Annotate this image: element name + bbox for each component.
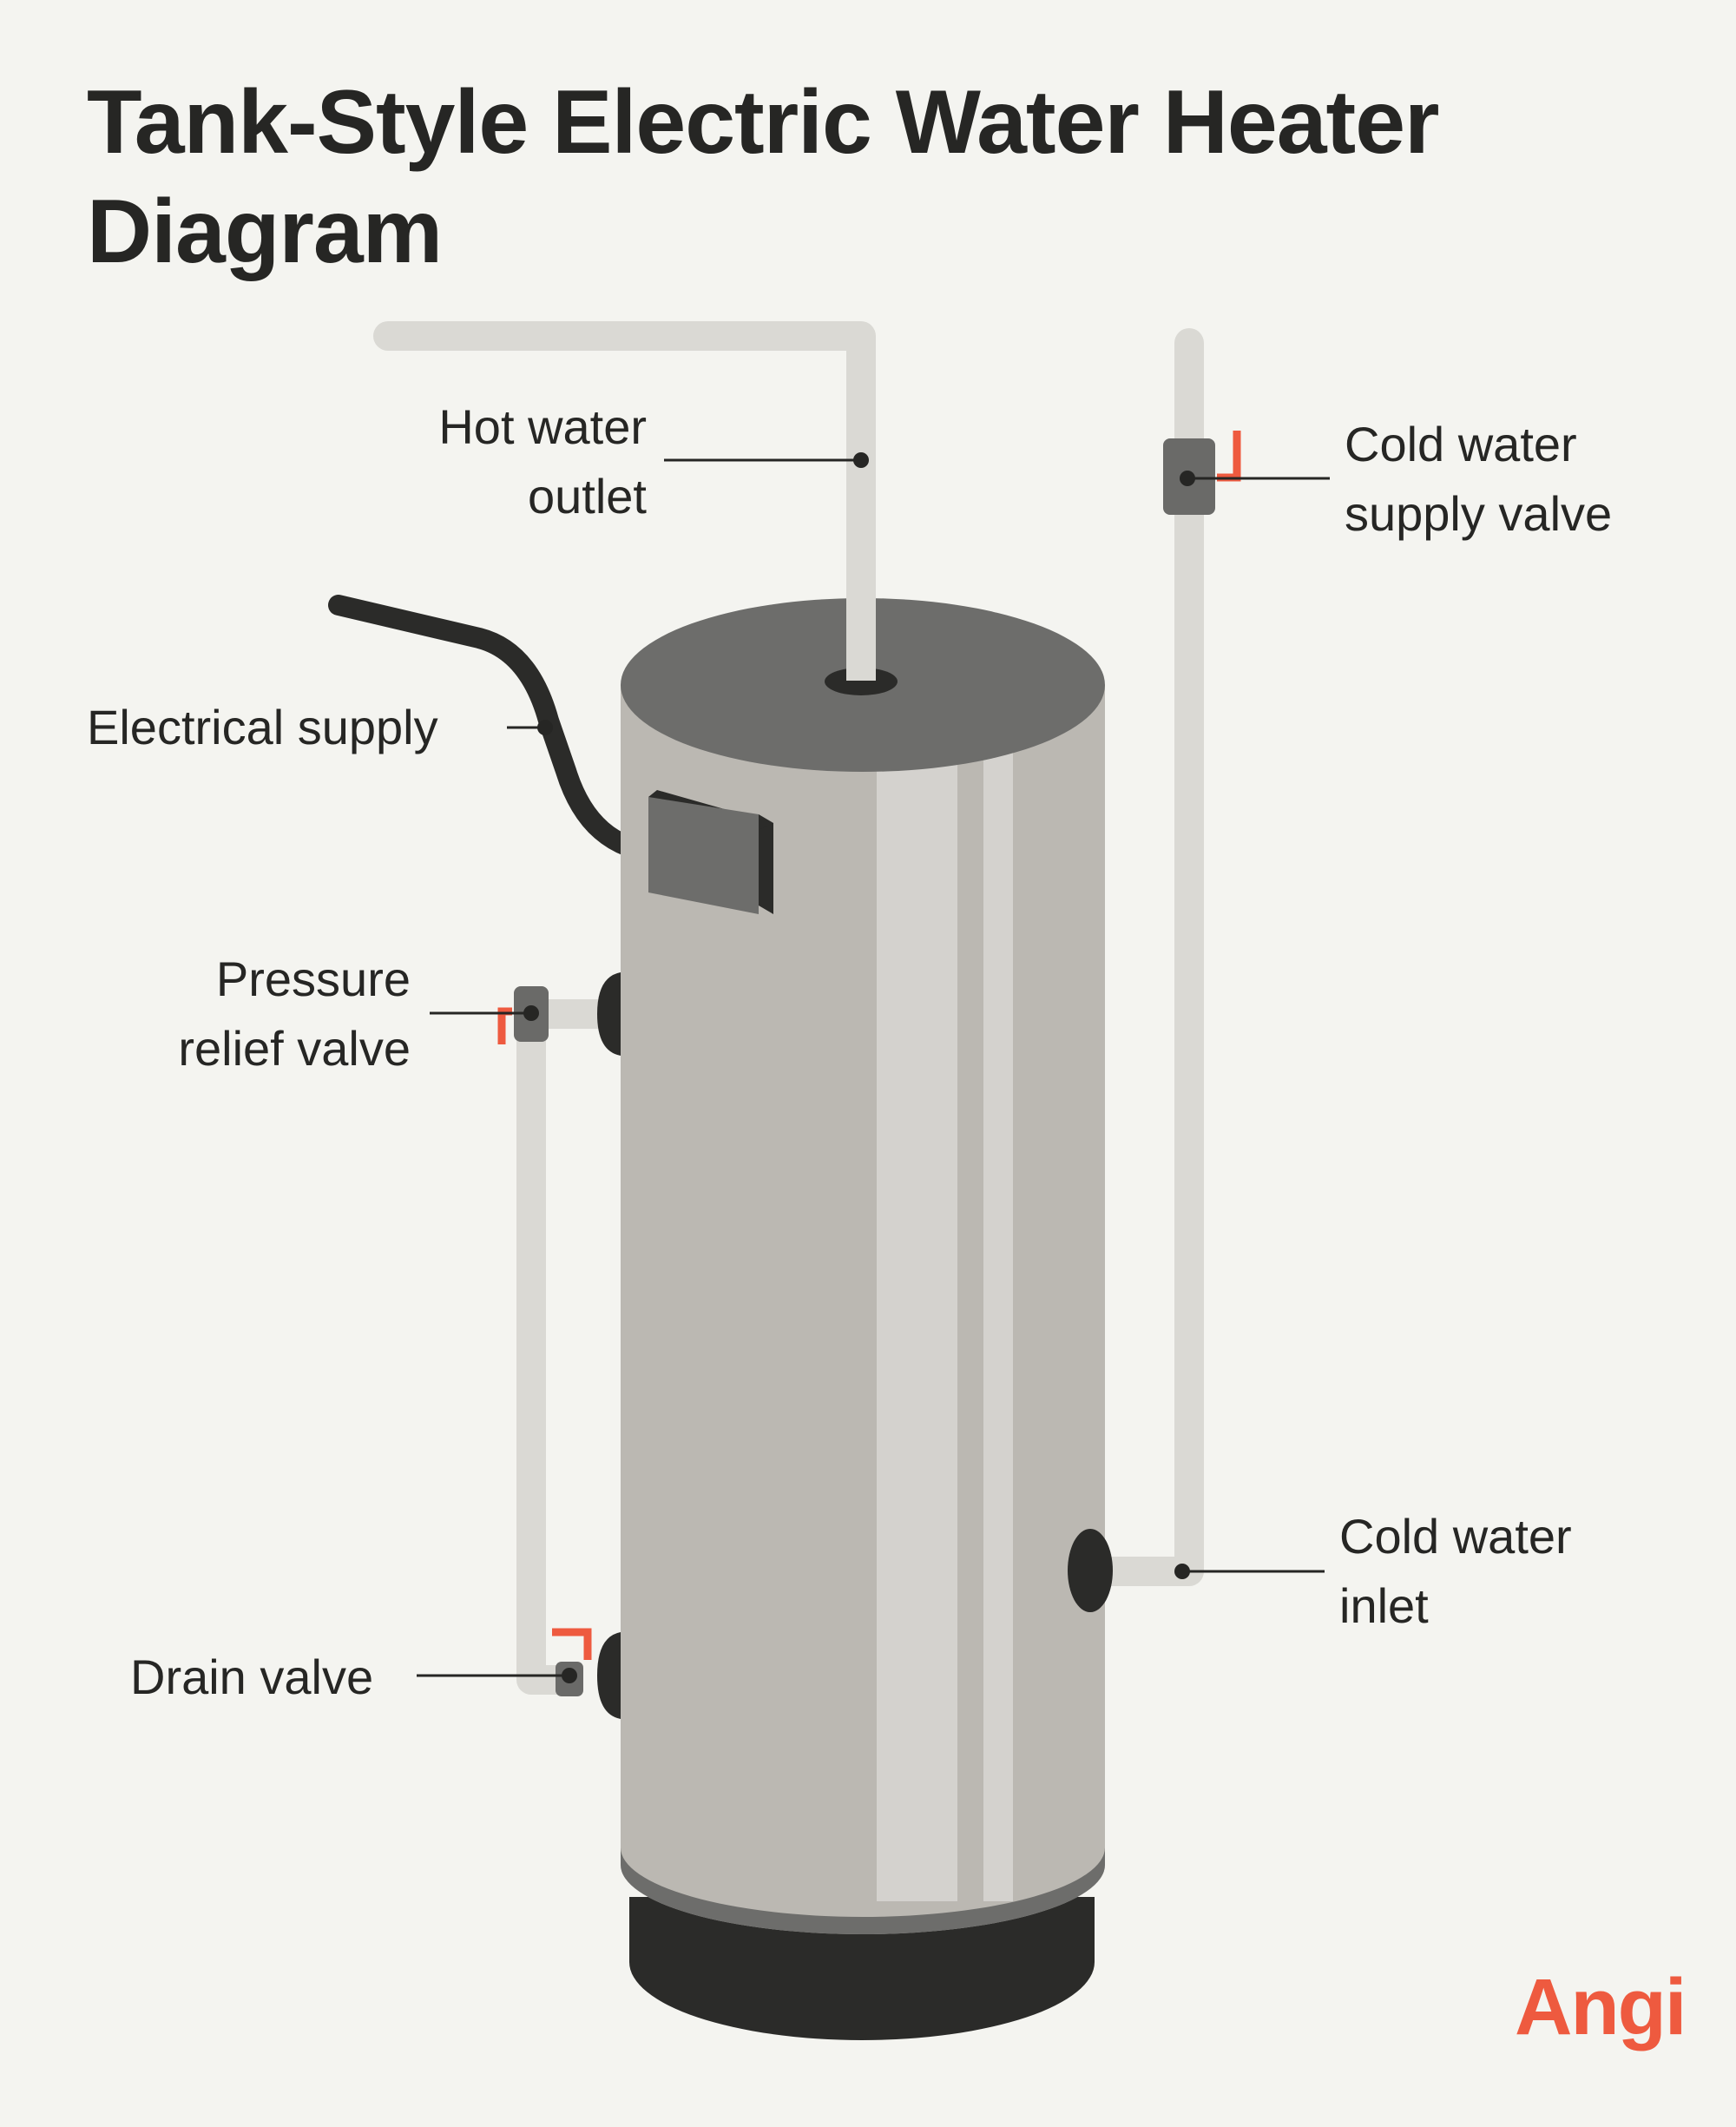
relief-drain-pipe <box>516 999 614 1695</box>
dot-cold-water-supply-valve <box>1180 471 1195 486</box>
label-cold-water-supply-valve: Cold water supply valve <box>1345 410 1612 549</box>
electrical-supply-cord <box>328 595 670 863</box>
label-pressure-relief-valve: Pressure relief valve <box>178 945 411 1083</box>
label-drain-valve: Drain valve <box>130 1650 374 1704</box>
tank-highlight-narrow <box>983 738 1013 1901</box>
hot-water-outlet-port <box>825 668 898 695</box>
dot-drain-valve <box>562 1668 577 1683</box>
cold-water-supply-valve-handle <box>1217 431 1241 482</box>
dot-pressure-relief-valve <box>523 1005 539 1021</box>
pressure-relief-fitting <box>597 972 621 1056</box>
dot-cold-water-inlet <box>1174 1564 1190 1579</box>
tank-base <box>629 1897 1095 2040</box>
title-line-2: Diagram <box>87 181 443 282</box>
cold-water-inlet-fitting <box>1068 1529 1113 1612</box>
drain-valve-handle <box>552 1628 592 1660</box>
page-title: Tank-Style Electric Water Heater Diagram <box>87 68 1649 286</box>
label-cold-water-supply-valve-line-2: supply valve <box>1345 486 1613 541</box>
label-hot-water-outlet-line-2: outlet <box>528 469 647 524</box>
dot-hot-water-outlet <box>853 452 869 468</box>
label-cold-water-supply-valve-line-1: Cold water <box>1345 417 1577 471</box>
label-electrical-supply: Electrical supply <box>87 700 438 754</box>
label-pressure-relief-valve-line-2: relief valve <box>178 1021 411 1076</box>
label-hot-water-outlet: Hot water outlet <box>438 392 647 531</box>
dot-electrical-supply <box>537 720 553 735</box>
title-line-1: Tank-Style Electric Water Heater <box>87 72 1440 173</box>
leader-dots <box>523 452 1195 1683</box>
brand-logo: Angi <box>1515 1963 1687 2051</box>
label-cold-water-inlet: Cold water inlet <box>1339 1502 1572 1641</box>
label-cold-water-inlet-line-1: Cold water <box>1339 1509 1572 1564</box>
label-hot-water-outlet-line-1: Hot water <box>438 399 647 454</box>
label-pressure-relief-valve-line-1: Pressure <box>215 952 411 1006</box>
leader-lines <box>417 458 1330 1677</box>
label-cold-water-inlet-line-2: inlet <box>1339 1578 1429 1633</box>
tank-highlight-wide <box>877 738 957 1901</box>
pressure-relief-valve-handle <box>497 1007 512 1044</box>
drain-fitting <box>597 1632 621 1719</box>
electrical-box-side <box>759 814 773 914</box>
tank-bottom-ring <box>621 1847 1105 1934</box>
electrical-box <box>648 797 759 914</box>
cold-water-supply-pipe <box>1079 328 1204 1586</box>
hot-water-outlet-pipe-stub <box>846 564 876 681</box>
